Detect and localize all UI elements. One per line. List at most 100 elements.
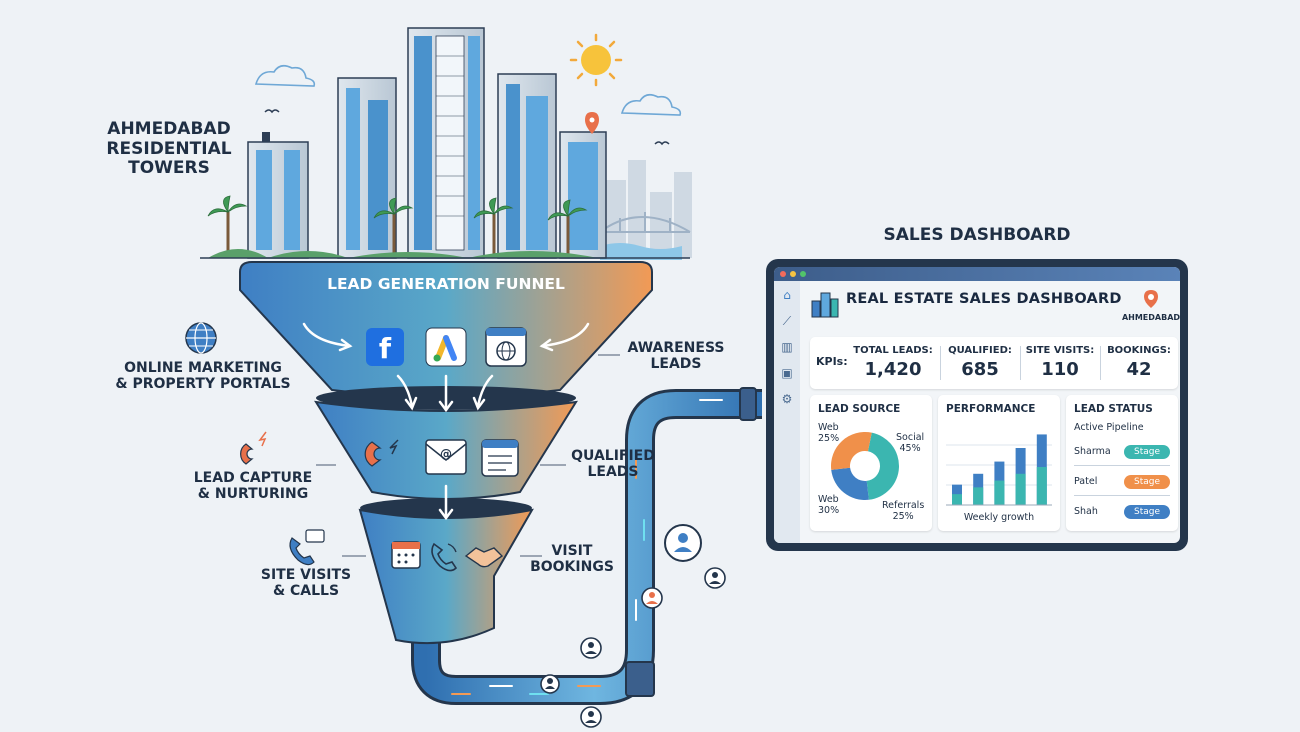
window-titlebar [774, 267, 1180, 281]
kpi-bookings-value: 42 [1126, 359, 1152, 380]
kpi-separator [1020, 346, 1021, 380]
box-icon[interactable]: ▣ [781, 366, 793, 380]
pie-slice-web [831, 432, 872, 470]
lead-source-title: LEAD SOURCE [818, 403, 901, 415]
lead-status-subtitle: Active Pipeline [1074, 422, 1144, 433]
kpis-label: KPIs: [816, 355, 848, 368]
bar-week-1-series-2 [952, 494, 962, 505]
google-ads-icon [425, 327, 467, 367]
row-divider [1074, 465, 1170, 466]
towers-caption: AHMEDABAD RESIDENTIAL TOWERS [106, 119, 232, 179]
kpi-separator [1100, 346, 1101, 380]
dashboard-title: REAL ESTATE SALES DASHBOARD [846, 291, 1122, 307]
home-icon[interactable]: ⌂ [783, 288, 791, 302]
awareness-caption: AWARENESS LEADS [627, 340, 725, 373]
user-avatar [704, 567, 726, 589]
user-avatar [540, 674, 560, 694]
map-pin-icon [585, 112, 599, 134]
tower-1 [247, 132, 309, 259]
svg-text:f: f [379, 332, 392, 365]
user-avatar [580, 706, 602, 728]
bar-week-3-series-2 [994, 480, 1005, 505]
magnet-icon [364, 439, 399, 467]
browser-globe-icon [485, 327, 527, 367]
user-avatar [580, 637, 602, 659]
form-icon [481, 439, 519, 477]
user-avatar [641, 587, 663, 609]
kpi-bookings-label: BOOKINGS: [1107, 345, 1171, 356]
lead-name: Sharma [1074, 446, 1111, 457]
lead-status-title: LEAD STATUS [1074, 403, 1153, 415]
kpi-total-leads-label: TOTAL LEADS: [853, 345, 933, 356]
kpi-site-visits-value: 110 [1041, 359, 1079, 380]
svg-text:@: @ [440, 447, 452, 461]
kpi-qualified-value: 685 [961, 359, 999, 380]
dashboard-screen: ⌂ ⟋ ▥ ▣ ⚙ REAL ESTATE SALES DASHBOARD AH… [774, 267, 1180, 543]
lead-source-card: LEAD SOURCE Web 25% Social 45% Web 30% R… [810, 395, 932, 531]
analytics-icon[interactable]: ⟋ [782, 314, 792, 328]
bird-icon [264, 109, 280, 114]
bird-icon [654, 141, 670, 146]
phone-chat-icon [289, 529, 325, 566]
bar-chart-icon[interactable]: ▥ [781, 340, 793, 354]
lead-name: Patel [1074, 476, 1098, 487]
funnel-title: LEAD GENERATION FUNNEL [327, 275, 565, 293]
stage-badge[interactable]: Stage [1124, 475, 1170, 489]
bridge [599, 212, 691, 233]
cloud-icon [254, 64, 316, 87]
performance-title: PERFORMANCE [946, 403, 1036, 415]
building-logo-icon [811, 292, 839, 318]
row-divider [1074, 495, 1170, 496]
stage-badge[interactable]: Stage [1124, 505, 1170, 519]
performance-caption: Weekly growth [963, 512, 1035, 523]
dashboard-location: AHMEDABAD [1121, 313, 1180, 322]
tower-2 [337, 77, 397, 259]
flow-arrows [302, 322, 590, 521]
performance-card: PERFORMANCE Weekly growth [938, 395, 1060, 531]
window-close-dot[interactable] [780, 271, 786, 277]
magnet-icon [240, 431, 267, 465]
lead-source-label: Referrals 25% [882, 500, 925, 522]
background-skyline [606, 160, 692, 258]
bar-week-5-series-2 [1036, 467, 1047, 505]
greenery [208, 249, 598, 258]
dashboard-sidebar: ⌂ ⟋ ▥ ▣ ⚙ [774, 281, 800, 543]
kpi-site-visits-label: SITE VISITS: [1025, 345, 1095, 356]
tower-3 [407, 27, 485, 259]
online-marketing-caption: ONLINE MARKETING & PROPERTY PORTALS [115, 360, 291, 393]
window-minimize-dot[interactable] [790, 271, 796, 277]
lead-status-card: LEAD STATUS Active Pipeline Sharma Stage… [1066, 395, 1178, 531]
sun-icon [569, 33, 623, 87]
location-pin-icon [1144, 290, 1158, 308]
handshake-icon [464, 547, 504, 568]
bar-week-2-series-2 [973, 487, 984, 505]
sales-dashboard-caption: SALES DASHBOARD [883, 225, 1071, 245]
user-avatar [664, 524, 702, 562]
performance-bar-chart [946, 434, 1052, 506]
palm-trees [207, 195, 588, 258]
calendar-icon [391, 541, 421, 569]
email-icon: @ [425, 439, 467, 475]
connector-lines [316, 354, 620, 557]
lead-source-pie [831, 432, 899, 500]
pipeline [411, 387, 762, 705]
sales-dashboard: ⌂ ⟋ ▥ ▣ ⚙ REAL ESTATE SALES DASHBOARD AH… [766, 259, 1188, 551]
lead-capture-caption: LEAD CAPTURE & NURTURING [193, 470, 313, 503]
phone-icon [431, 542, 458, 572]
settings-icon[interactable]: ⚙ [781, 392, 793, 406]
lead-source-label: Social 45% [896, 432, 925, 454]
window-maximize-dot[interactable] [800, 271, 806, 277]
stage-badge[interactable]: Stage [1124, 445, 1170, 459]
kpi-card: KPIs: TOTAL LEADS: 1,420 QUALIFIED: 685 … [810, 337, 1178, 389]
cloud-icon [620, 93, 682, 116]
site-visits-caption: SITE VISITS & CALLS [260, 567, 352, 600]
pie-slice-referrals [831, 467, 869, 500]
qualified-caption: QUALIFIED LEADS [571, 448, 655, 481]
tower-4 [497, 73, 557, 259]
lead-source-label: Web 25% [818, 422, 840, 444]
globe-icon [185, 322, 217, 354]
bar-week-4-series-2 [1015, 473, 1026, 505]
lead-name: Shah [1074, 506, 1098, 517]
pie-slice-social [866, 432, 899, 500]
